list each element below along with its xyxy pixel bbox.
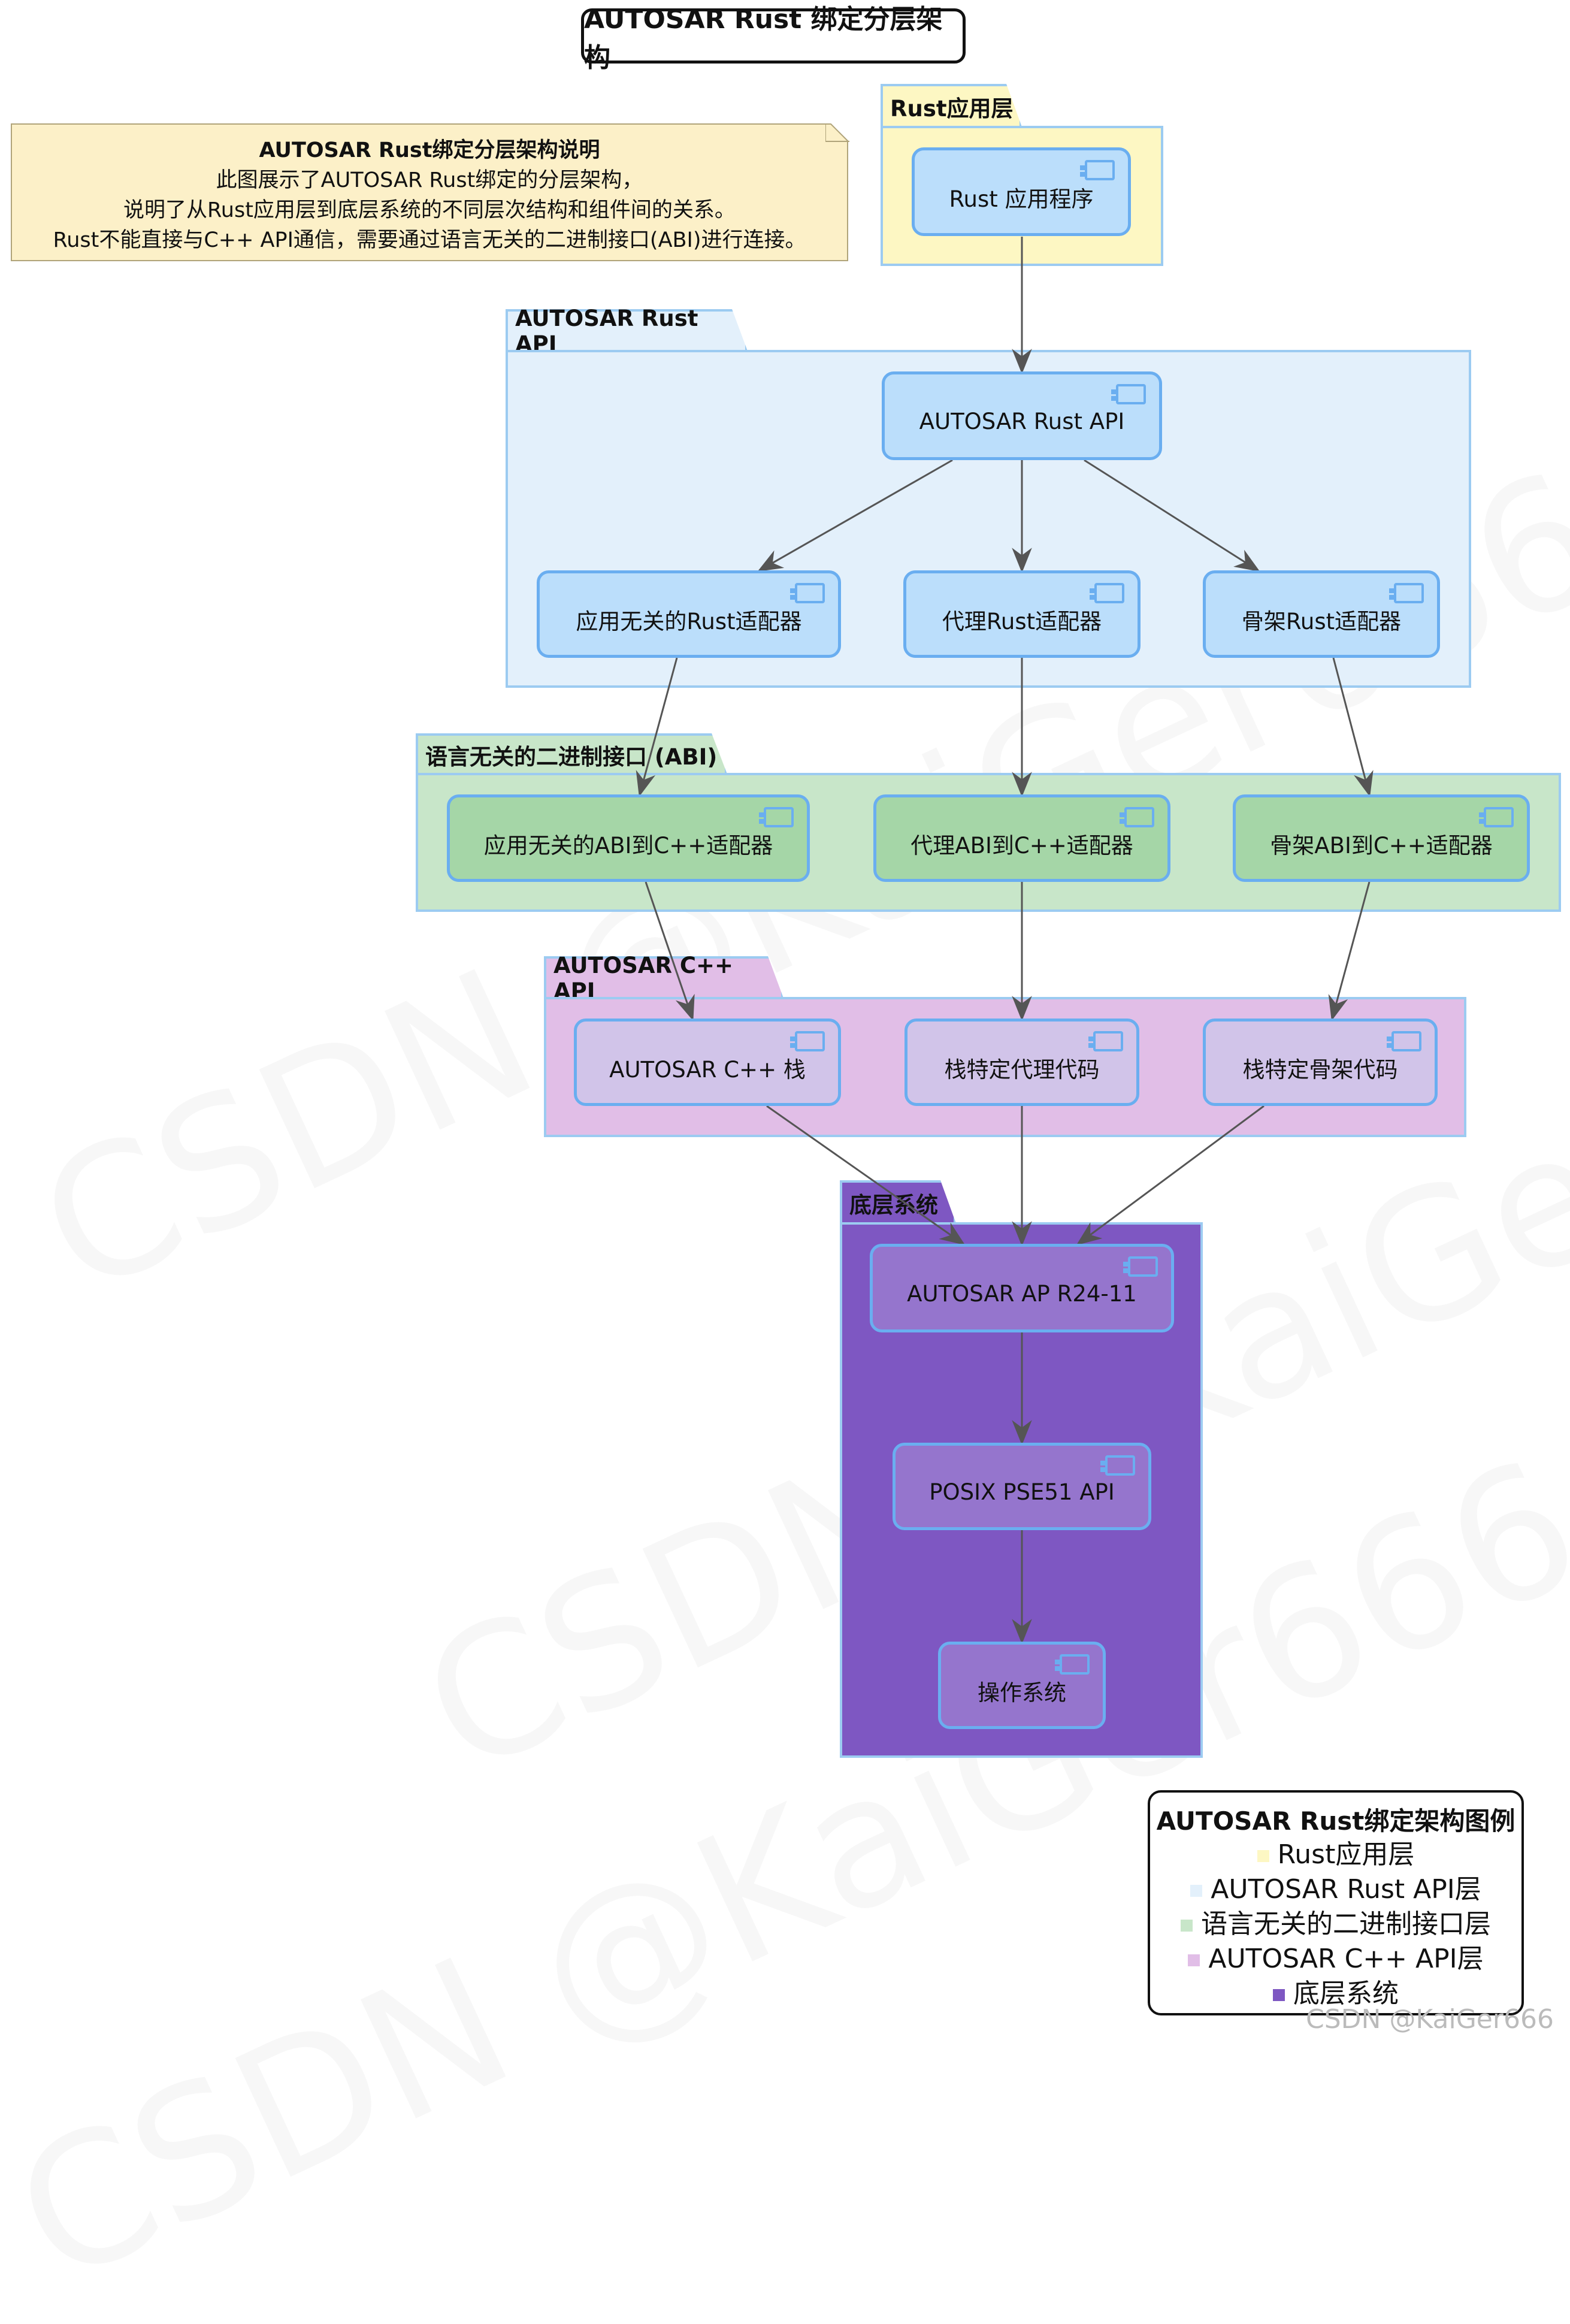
component-icon <box>1055 1654 1090 1675</box>
legend-label: 底层系统 <box>1293 1978 1399 2009</box>
component-icon <box>1090 583 1124 603</box>
legend-label: 语言无关的二进制接口层 <box>1201 1909 1491 1939</box>
legend-swatch <box>1273 1989 1285 2001</box>
legend-item: AUTOSAR Rust API层 <box>1150 1872 1521 1907</box>
component-rust-app[interactable]: Rust 应用程序 <box>912 147 1131 236</box>
component-posix-api[interactable]: POSIX PSE51 API <box>893 1443 1151 1530</box>
component-icon <box>1123 1256 1158 1277</box>
note-line: 此图展示了AUTOSAR Rust绑定的分层架构， <box>216 168 643 192</box>
legend-swatch <box>1181 1920 1193 1932</box>
component-icon <box>1088 1031 1123 1051</box>
component-autosar-ap[interactable]: AUTOSAR AP R24-11 <box>870 1244 1174 1332</box>
component-icon <box>790 1031 825 1051</box>
component-app-independent-rust-adapter[interactable]: 应用无关的Rust适配器 <box>537 570 841 658</box>
edge <box>1332 657 1374 797</box>
component-label: POSIX PSE51 API <box>929 1479 1115 1505</box>
component-icon <box>1100 1455 1135 1476</box>
component-label: AUTOSAR AP R24-11 <box>907 1280 1137 1307</box>
edge <box>1076 1105 1265 1246</box>
edge <box>645 881 695 1021</box>
legend-item: 底层系统 <box>1150 1977 1521 2011</box>
legend-label: Rust应用层 <box>1277 1839 1415 1870</box>
component-label: 应用无关的ABI到C++适配器 <box>483 833 773 859</box>
edge <box>757 459 953 572</box>
component-operating-system[interactable]: 操作系统 <box>938 1642 1106 1729</box>
component-label: 栈特定代理代码 <box>944 1057 1100 1083</box>
note-line: 说明了从Rust应用层到底层系统的不同层次结构和组件间的关系。 <box>123 198 736 222</box>
component-icon <box>759 807 794 827</box>
description-note: AUTOSAR Rust绑定分层架构说明 此图展示了AUTOSAR Rust绑定… <box>11 123 848 261</box>
component-skeleton-abi-adapter[interactable]: 骨架ABI到C++适配器 <box>1233 794 1530 882</box>
edge <box>766 1105 966 1246</box>
legend-swatch <box>1190 1885 1203 1897</box>
component-icon <box>1479 807 1514 827</box>
component-label: AUTOSAR Rust API <box>919 408 1125 434</box>
legend-label: AUTOSAR Rust API层 <box>1211 1874 1481 1905</box>
legend-swatch <box>1257 1850 1269 1862</box>
component-label: 骨架Rust适配器 <box>1241 609 1402 634</box>
component-icon <box>790 583 825 603</box>
component-icon <box>1111 384 1146 404</box>
legend-item: AUTOSAR C++ API层 <box>1150 1942 1521 1977</box>
component-proxy-rust-adapter[interactable]: 代理Rust适配器 <box>903 570 1141 658</box>
component-label: 代理ABI到C++适配器 <box>910 833 1133 859</box>
component-proxy-abi-adapter[interactable]: 代理ABI到C++适配器 <box>873 794 1170 882</box>
component-rust-api[interactable]: AUTOSAR Rust API <box>882 371 1162 460</box>
package-tab-rust-app: Rust应用层 <box>881 84 1022 127</box>
legend-title: AUTOSAR Rust绑定架构图例 <box>1156 1806 1515 1836</box>
package-tab-base: 底层系统 <box>840 1180 956 1223</box>
package-tab-cpp-api: AUTOSAR C++ API <box>544 956 784 998</box>
edges-layer <box>636 237 1374 1645</box>
component-cpp-stack[interactable]: AUTOSAR C++ 栈 <box>574 1019 841 1106</box>
legend: AUTOSAR Rust绑定架构图例 Rust应用层 AUTOSAR Rust … <box>1148 1790 1524 2015</box>
component-label: 操作系统 <box>978 1680 1066 1706</box>
component-label: 栈特定骨架代码 <box>1242 1057 1398 1083</box>
component-stack-skeleton-code[interactable]: 栈特定骨架代码 <box>1203 1019 1438 1106</box>
edge <box>1328 881 1371 1022</box>
component-label: Rust 应用程序 <box>949 186 1094 212</box>
diagram-title: AUTOSAR Rust 绑定分层架构 <box>581 4 966 73</box>
package-tab-abi: 语言无关的二进制接口 (ABI) <box>416 733 727 774</box>
component-icon <box>1387 1031 1421 1051</box>
component-icon <box>1120 807 1154 827</box>
legend-item: 语言无关的二进制接口层 <box>1150 1907 1521 1942</box>
component-skeleton-rust-adapter[interactable]: 骨架Rust适配器 <box>1203 570 1440 658</box>
note-line: Rust不能直接与C++ API通信，需要通过语言无关的二进制接口(ABI)进行… <box>53 228 806 252</box>
legend-item: Rust应用层 <box>1150 1838 1521 1872</box>
watermark-text: CSDN @KaiGer666 <box>1306 2004 1554 2035</box>
component-stack-proxy-code[interactable]: 栈特定代理代码 <box>905 1019 1139 1106</box>
component-label: 骨架ABI到C++适配器 <box>1270 833 1493 859</box>
package-tab-rust-api: AUTOSAR Rust API <box>506 309 748 351</box>
edge <box>636 657 678 797</box>
component-app-independent-abi-adapter[interactable]: 应用无关的ABI到C++适配器 <box>447 794 810 882</box>
legend-swatch <box>1188 1954 1200 1966</box>
component-label: 应用无关的Rust适配器 <box>576 609 802 634</box>
note-fold-icon <box>825 123 849 142</box>
note-title: AUTOSAR Rust绑定分层架构说明 <box>259 138 600 162</box>
component-label: 代理Rust适配器 <box>942 609 1102 634</box>
legend-label: AUTOSAR C++ API层 <box>1208 1944 1484 1974</box>
component-icon <box>1389 583 1424 603</box>
edge <box>1084 459 1260 572</box>
component-icon <box>1080 160 1115 180</box>
component-label: AUTOSAR C++ 栈 <box>609 1057 806 1083</box>
